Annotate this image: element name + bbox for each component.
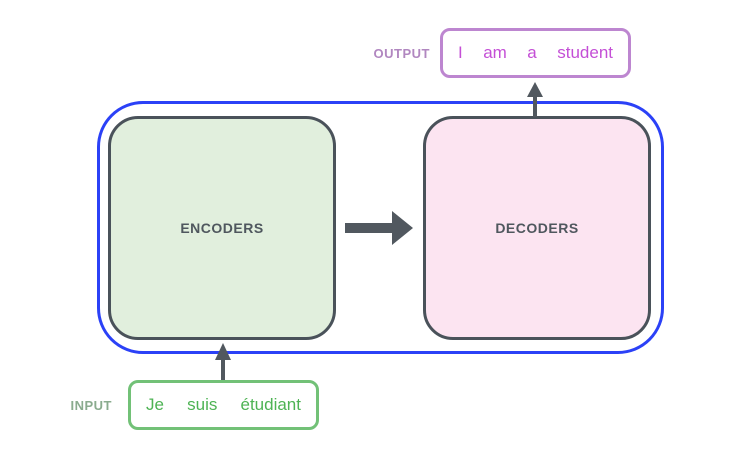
input-token-box: Je suis étudiant: [128, 380, 319, 430]
decoders-box: DECODERS: [423, 116, 651, 340]
output-token: student: [557, 43, 613, 62]
output-token: a: [527, 43, 537, 62]
output-token: am: [483, 43, 507, 62]
encoders-label: ENCODERS: [180, 220, 264, 236]
output-label: OUTPUT: [373, 46, 430, 61]
decoders-label: DECODERS: [495, 220, 579, 236]
output-token-box: I am a student: [440, 28, 631, 78]
encoders-box: ENCODERS: [108, 116, 336, 340]
output-token: I: [458, 43, 463, 62]
input-token: Je: [146, 395, 164, 414]
input-token: suis: [187, 395, 218, 414]
input-label: INPUT: [70, 398, 112, 413]
input-token: étudiant: [240, 395, 301, 414]
